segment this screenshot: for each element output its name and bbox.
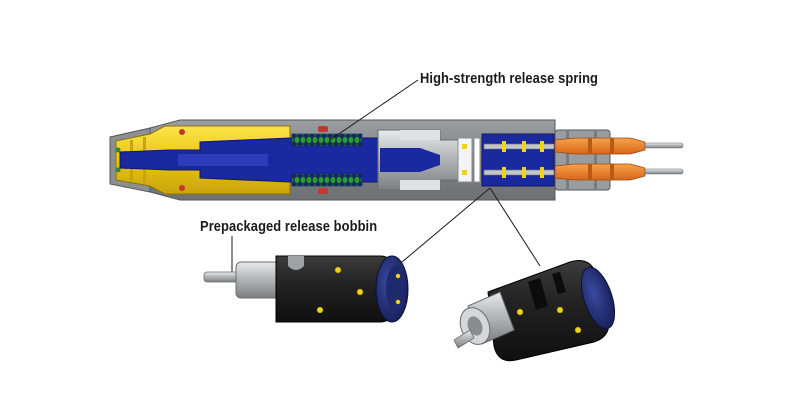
- bobbin-leader-line-right: [489, 187, 541, 267]
- release-bobbin-angled-view: [453, 260, 616, 362]
- spring-callout-label: High-strength release spring: [420, 70, 599, 87]
- callout-leader-lines: [231, 79, 541, 272]
- bobbin-callout-label: Prepackaged release bobbin: [200, 218, 378, 235]
- bobbin-leader-line-left: [401, 187, 491, 263]
- release-bobbin-side-view: [203, 255, 409, 323]
- spring-leader-line: [329, 79, 419, 141]
- connector-housing-cross-section: [109, 119, 684, 201]
